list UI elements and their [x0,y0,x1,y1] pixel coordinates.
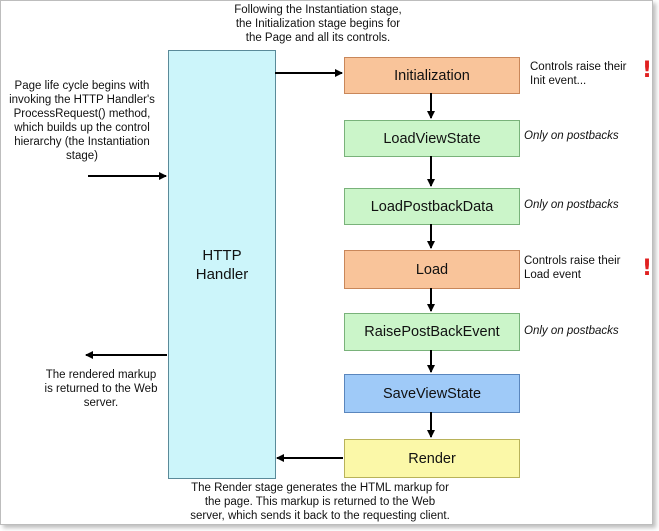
left-note-line: stage) [66,150,98,162]
top-note: Following the Instantiation stage, the I… [218,3,418,45]
stage-loadviewstate: LoadViewState [344,120,520,157]
side-note-raisepostback: Only on postbacks [524,325,619,337]
stage-saveviewstate: SaveViewState [344,374,520,413]
left-bottom-line: server. [83,397,119,409]
stage-loadpostbackdata: LoadPostbackData [344,188,520,225]
bottom-note-line: server, which sends it back to the reque… [190,510,450,522]
left-note-line: which builds up the control [14,122,150,134]
side-note-line: Load event [524,269,581,281]
top-note-line: the Page and all its controls. [245,32,391,44]
stage-label: RaisePostBackEvent [364,324,500,340]
left-bottom-line: is returned to the Web [44,383,158,395]
stage-render: Render [344,439,520,478]
http-handler-box: HTTP Handler [168,50,276,479]
bottom-note-line: The Render stage generates the HTML mark… [191,482,449,494]
side-note-line: Controls raise their [524,255,621,267]
exclamation-icon: ! [642,256,653,281]
left-bottom-note: The rendered markup is returned to the W… [38,368,164,410]
stage-label: SaveViewState [382,385,482,402]
top-note-line: the Initialization stage begins for [235,18,401,30]
stage-label: Render [408,450,456,467]
handler-label-line: HTTP [202,246,242,264]
bottom-note-line: the page. This markup is returned to the… [204,496,436,508]
stage-raisepostbackevent: RaisePostBackEvent [344,313,520,351]
side-note-line: Controls raise their [530,61,627,73]
left-note-line: hierarchy (the Instantiation [14,136,150,148]
stage-label: Load [415,261,449,278]
left-bottom-line: The rendered markup [45,369,157,381]
diagram-frame [0,0,653,525]
top-note-line: Following the Instantiation stage, [234,4,402,16]
exclamation-icon: ! [642,58,653,83]
left-note-line: ProcessRequest() method, [13,108,151,120]
side-note-loadpostbackdata: Only on postbacks [524,199,619,211]
left-note-line: invoking the HTTP Handler's [9,94,155,106]
left-top-note: Page life cycle begins with invoking the… [2,79,162,163]
side-note-load: Controls raise their Load event [524,254,621,282]
left-note-line: Page life cycle begins with [14,80,150,92]
stage-label: LoadPostbackData [370,198,494,215]
stage-initialization: Initialization [344,57,520,94]
handler-label-line: Handler [195,265,249,283]
side-note-line: Init event... [530,75,587,87]
stage-label: LoadViewState [383,130,481,147]
side-note-loadviewstate: Only on postbacks [524,130,619,142]
stage-label: Initialization [394,67,470,84]
side-note-initialization: Controls raise their Init event... [530,60,627,88]
bottom-note: The Render stage generates the HTML mark… [150,481,490,523]
